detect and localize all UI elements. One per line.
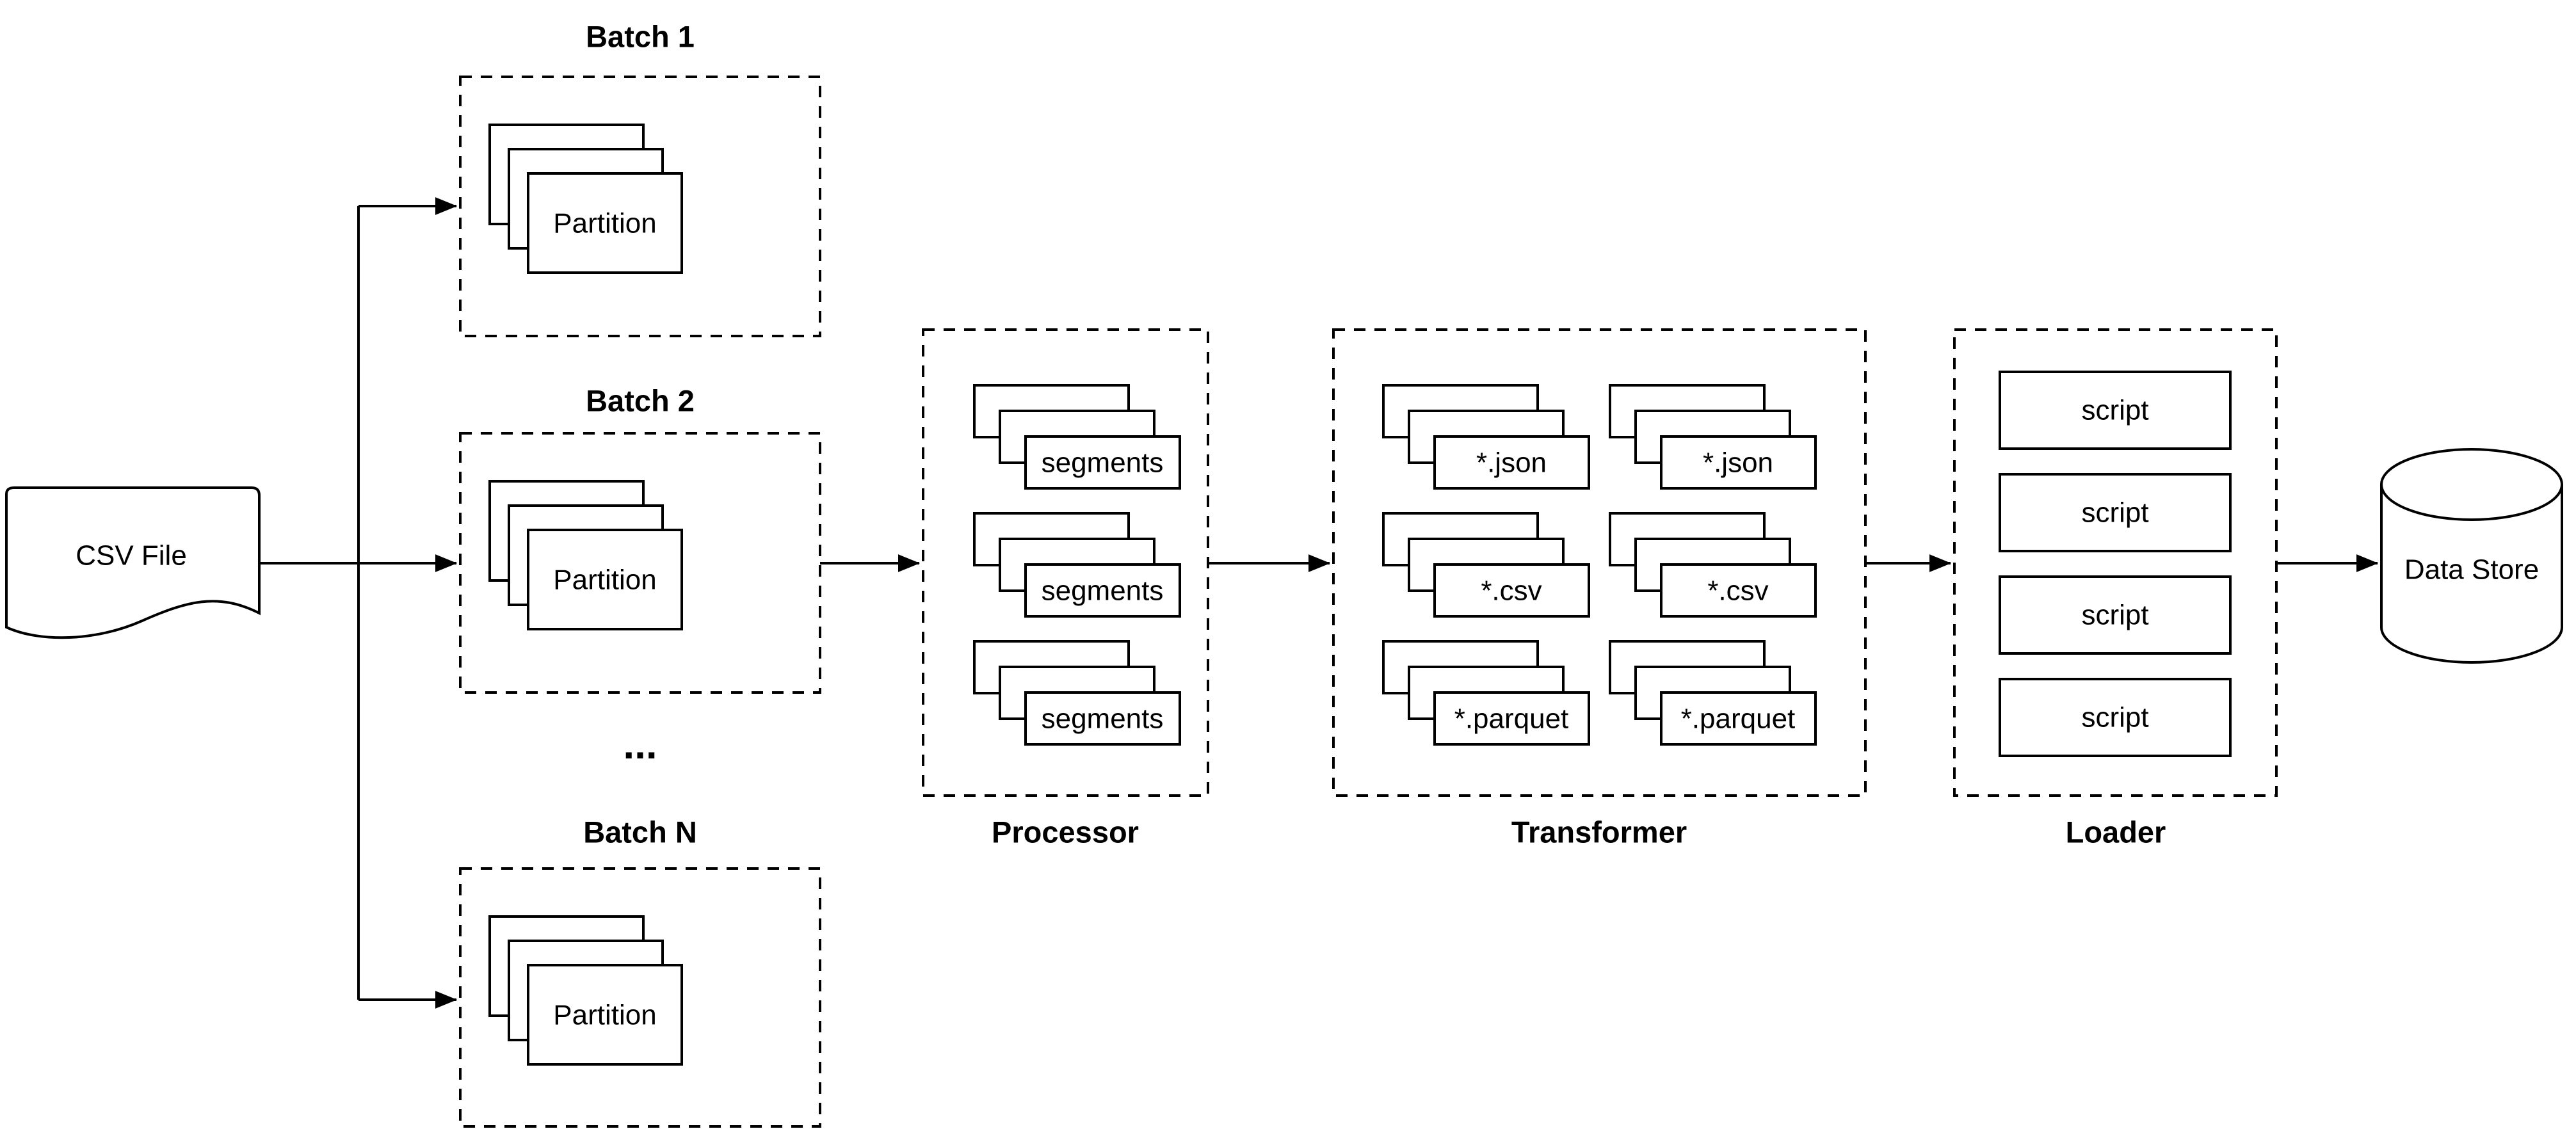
loader-group [1953, 328, 2278, 797]
transformer-col2-csv-card-front [1660, 563, 1817, 618]
transformer-col1-csv-label: *.csv [1481, 575, 1542, 607]
batch-1-card-front [527, 172, 683, 274]
processor-title: Processor [992, 815, 1139, 849]
transformer-title: Transformer [1511, 815, 1687, 849]
transformer-col1-parquet-card-front [1433, 691, 1590, 746]
transformer-col1-parquet-label: *.parquet [1454, 703, 1569, 735]
batch-n-card-label: Partition [553, 1000, 656, 1031]
batch-n-card-front [527, 964, 683, 1066]
transformer-col2-csv-label: *.csv [1707, 575, 1768, 607]
processor-stack-1-card-front [1024, 435, 1181, 490]
batch-n-title: Batch N [583, 815, 697, 849]
transformer-col2-json-card-front [1660, 435, 1817, 490]
transformer-col2-parquet-card-front [1660, 691, 1817, 746]
processor-stack-1-label: segments [1042, 447, 1164, 479]
data-store-body [2380, 484, 2563, 664]
batch-2-title: Batch 2 [586, 384, 695, 418]
batch-n-group [459, 867, 821, 1128]
loader-script-3 [1999, 575, 2232, 655]
data-store-top [2380, 448, 2563, 521]
loader-script-1 [1999, 371, 2232, 450]
loader-script-3-label: script [2081, 600, 2148, 631]
loader-title: Loader [2066, 815, 2166, 849]
processor-group [922, 328, 1209, 797]
transformer-group [1332, 328, 1867, 797]
data-store-label: Data Store [2404, 554, 2539, 586]
processor-stack-2-label: segments [1042, 575, 1164, 607]
csv-file-label: CSV File [76, 540, 187, 572]
batch-2-card-label: Partition [553, 564, 656, 596]
transformer-col1-json-card-front [1433, 435, 1590, 490]
transformer-col2-parquet-label: *.parquet [1681, 703, 1796, 735]
loader-script-1-label: script [2081, 395, 2148, 426]
processor-stack-3-label: segments [1042, 703, 1164, 735]
batch-1-card-label: Partition [553, 208, 656, 239]
csv-file-node [5, 486, 261, 639]
batch-1-title: Batch 1 [586, 20, 695, 54]
processor-stack-2-card-front [1024, 563, 1181, 618]
batch-1-group [459, 76, 821, 337]
transformer-col1-json-label: *.json [1476, 447, 1547, 479]
batches-ellipsis: ... [623, 721, 657, 767]
loader-script-2 [1999, 473, 2232, 552]
loader-script-4 [1999, 678, 2232, 757]
loader-script-2-label: script [2081, 497, 2148, 529]
processor-stack-3-card-front [1024, 691, 1181, 746]
loader-script-4-label: script [2081, 702, 2148, 733]
batch-2-group [459, 432, 821, 694]
batch-2-card-front [527, 529, 683, 630]
transformer-col2-json-label: *.json [1703, 447, 1773, 479]
transformer-col1-csv-card-front [1433, 563, 1590, 618]
